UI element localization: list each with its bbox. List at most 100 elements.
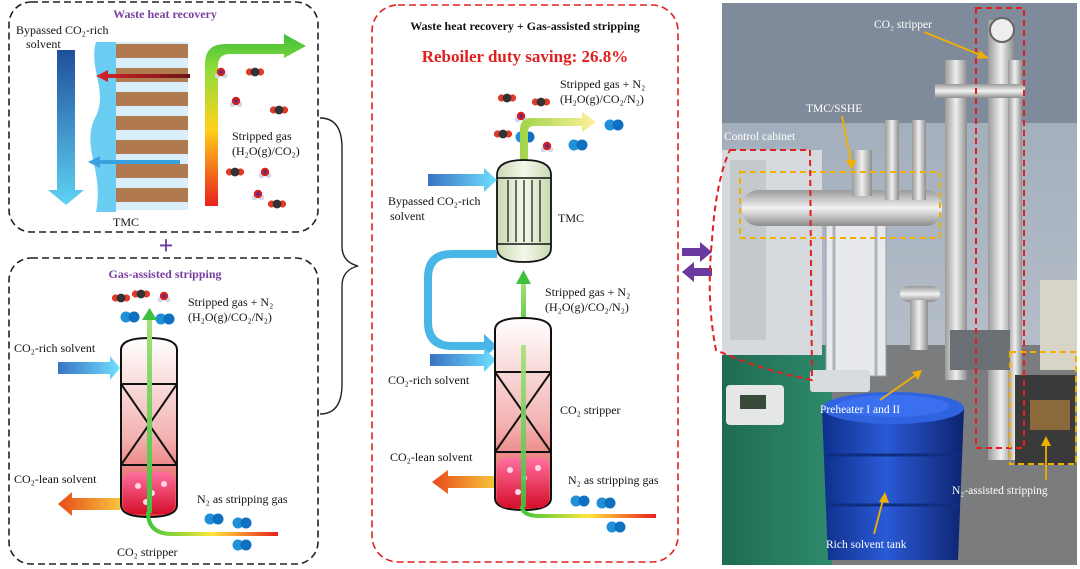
stripper-label: CO₂ stripper bbox=[560, 403, 621, 417]
liquid-film bbox=[90, 42, 116, 212]
solvent-transfer-pipe bbox=[424, 250, 497, 358]
bypassed-solvent-label: Bypassed CO₂-rich bbox=[16, 23, 109, 37]
stripped-gas-label: Stripped gas + N₂ bbox=[188, 295, 273, 309]
bypassed-solvent-label: Bypassed CO₂-rich bbox=[388, 194, 481, 208]
lean-solvent-arrow-icon bbox=[58, 492, 120, 516]
co2-molecule-icon bbox=[270, 105, 288, 115]
stripped-gas-composition: (H₂O(g)/CO₂) bbox=[232, 144, 300, 158]
pointer-arrowhead-icon bbox=[1041, 436, 1051, 446]
co2-molecule-icon bbox=[268, 199, 286, 209]
h2o-molecule-icon bbox=[258, 167, 272, 179]
plus-icon: + bbox=[159, 231, 174, 260]
gas-assisted-stripping-panel: Gas-assisted stripping Stripped gas + N₂… bbox=[8, 257, 319, 565]
panel-border bbox=[8, 257, 319, 565]
lean-solvent-label: CO₂-lean solvent bbox=[390, 450, 473, 464]
pointer-arrowhead-icon bbox=[879, 492, 889, 503]
tmc-exchanger bbox=[496, 159, 552, 263]
lean-solvent-arrow-icon bbox=[432, 470, 494, 494]
stripped-gas-out-arrow-icon bbox=[520, 112, 596, 160]
panel-border bbox=[371, 4, 679, 563]
pilot-plant-photo: CO₂ stripper TMC/SSHE Control cabinet Pr… bbox=[708, 3, 1077, 565]
stripped-gas-mid-composition: (H₂O(g)/CO₂/N₂) bbox=[545, 300, 629, 314]
n2-molecule-icon bbox=[568, 139, 588, 151]
pointer-arrow-icon bbox=[879, 371, 921, 401]
n2-molecule-icon bbox=[120, 311, 140, 323]
pointer-arrowhead-icon bbox=[846, 160, 856, 170]
pointer-arrowhead-icon bbox=[912, 370, 922, 380]
n2-molecule-icon bbox=[570, 495, 590, 507]
co2-molecule-icon bbox=[246, 67, 264, 77]
combined-process-panel: Waste heat recovery + Gas-assisted strip… bbox=[371, 4, 679, 563]
n2-molecule-icon bbox=[606, 521, 626, 533]
tmc-highlight bbox=[739, 171, 941, 239]
pointer-arrow-icon bbox=[923, 31, 989, 59]
stripped-gas-arrow-icon bbox=[205, 34, 306, 206]
gas-up-arrow-icon bbox=[516, 270, 531, 284]
n2-molecule-icon bbox=[232, 517, 252, 529]
combine-brace bbox=[319, 117, 359, 415]
stripped-gas-top-label: Stripped gas + N₂ bbox=[560, 77, 645, 91]
h2o-molecule-icon bbox=[251, 189, 265, 201]
pointer-arrow-icon bbox=[841, 115, 853, 169]
n2-molecule-icon bbox=[232, 539, 252, 551]
preheater-photo-label: Preheater I and II bbox=[820, 404, 900, 416]
n2-molecule-icon bbox=[604, 119, 624, 131]
lean-solvent-label: CO₂-lean solvent bbox=[14, 472, 97, 486]
stripped-gas-mid-label: Stripped gas + N₂ bbox=[545, 285, 630, 299]
co2-molecule-icon bbox=[112, 293, 130, 303]
n2-molecule-icon bbox=[204, 513, 224, 525]
bypassed-solvent-label-2: solvent bbox=[26, 37, 61, 51]
heat-exchanger-plates bbox=[116, 42, 188, 210]
n2-assisted-photo-label: N₂-assisted stripping bbox=[952, 485, 1048, 497]
pointer-arrow-icon bbox=[873, 495, 885, 535]
cold-stream-arrow-icon bbox=[88, 156, 180, 168]
co2-molecule-icon bbox=[226, 167, 244, 177]
hot-gas-arrow-icon bbox=[96, 70, 190, 82]
n2-inlet-line bbox=[520, 506, 656, 518]
rich-solvent-arrow-icon bbox=[58, 356, 120, 380]
co2-molecule-icon bbox=[532, 97, 550, 107]
n2-stripping-highlight bbox=[1009, 351, 1077, 465]
h2o-molecule-icon bbox=[157, 291, 171, 303]
stripped-gas-label: Stripped gas bbox=[232, 129, 292, 143]
gas-up-arrow-icon bbox=[142, 308, 157, 320]
rich-solvent-label: CO₂-rich solvent bbox=[388, 373, 470, 387]
control-cabinet-photo-label: Control cabinet bbox=[724, 131, 796, 143]
right-arrow-icon bbox=[682, 242, 712, 262]
tmc-sshe-photo-label: TMC/SSHE bbox=[806, 103, 862, 115]
bypassed-solvent-label-2: solvent bbox=[390, 209, 425, 223]
h2o-molecule-icon bbox=[540, 141, 554, 153]
pointer-arrowhead-icon bbox=[977, 50, 988, 59]
gas-flow-line bbox=[147, 318, 152, 513]
n2-gas-label: N₂ as stripping gas bbox=[568, 473, 659, 487]
gas-flow-line bbox=[521, 345, 526, 507]
stripper-highlight bbox=[975, 7, 1025, 449]
co2-molecule-icon bbox=[494, 129, 512, 139]
n2-molecule-icon bbox=[596, 497, 616, 509]
down-arrow-icon bbox=[48, 50, 84, 205]
panel-title: Waste heat recovery + Gas-assisted strip… bbox=[410, 19, 640, 33]
gas-flow-line bbox=[521, 282, 526, 342]
stripped-gas-top-composition: (H₂O(g)/CO₂/N₂) bbox=[560, 92, 644, 106]
co2-molecule-icon bbox=[132, 289, 150, 299]
panel-border bbox=[8, 1, 319, 233]
co2-molecule-icon bbox=[498, 93, 516, 103]
h2o-molecule-icon bbox=[229, 96, 243, 108]
control-cabinet-highlight bbox=[708, 149, 814, 382]
reboiler-saving-label: Reboiler duty saving: 26.8% bbox=[422, 47, 629, 66]
n2-gas-label: N₂ as stripping gas bbox=[197, 492, 288, 506]
rich-solvent-arrow-icon bbox=[430, 348, 496, 372]
left-arrow-icon bbox=[682, 262, 712, 282]
panel-title: Waste heat recovery bbox=[113, 7, 217, 21]
bypassed-solvent-arrow-icon bbox=[428, 168, 497, 192]
tmc-label: TMC bbox=[113, 215, 139, 229]
panel-title: Gas-assisted stripping bbox=[108, 267, 221, 281]
n2-molecule-icon bbox=[155, 313, 175, 325]
tmc-label: TMC bbox=[558, 211, 584, 225]
rich-solvent-label: CO₂-rich solvent bbox=[14, 341, 96, 355]
stripped-gas-composition: (H₂O(g)/CO₂/N₂) bbox=[188, 310, 272, 324]
rich-tank-photo-label: Rich solvent tank bbox=[826, 539, 907, 551]
stripper-photo-label: CO₂ stripper bbox=[874, 19, 932, 31]
n2-inlet-line bbox=[146, 512, 278, 536]
